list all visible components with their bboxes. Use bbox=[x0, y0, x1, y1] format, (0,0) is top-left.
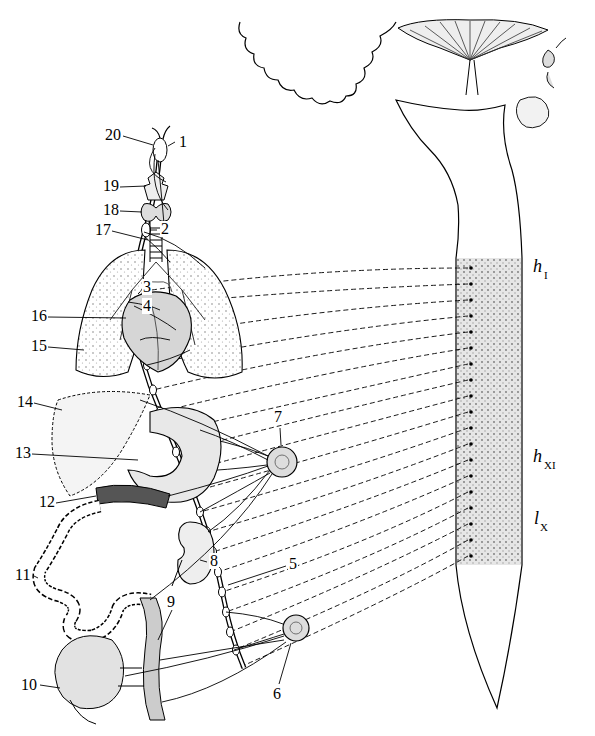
pancreas bbox=[96, 485, 170, 508]
cerebellar-lobe bbox=[516, 97, 549, 128]
callout-number: 2 bbox=[160, 221, 170, 237]
arbor-vitae bbox=[410, 21, 542, 60]
coeliac-ganglion bbox=[267, 447, 297, 477]
callout-number: 7 bbox=[273, 409, 283, 425]
postganglionic-fibres bbox=[125, 148, 286, 702]
callout-number: 9 bbox=[166, 594, 176, 610]
callout-number: 4 bbox=[142, 298, 152, 314]
callout-number: h bbox=[532, 447, 543, 465]
lateral-horn-band bbox=[457, 258, 521, 565]
callout-number: 12 bbox=[38, 494, 56, 510]
callout-number: 16 bbox=[30, 308, 48, 324]
intestine bbox=[39, 506, 150, 636]
rectum bbox=[140, 598, 165, 720]
pituitary bbox=[543, 38, 566, 88]
callout-number: 6 bbox=[272, 686, 282, 702]
mesenteric-ganglion bbox=[283, 615, 309, 641]
callout-number: X bbox=[539, 522, 549, 533]
callout-number: XI bbox=[543, 460, 557, 471]
brainstem-detail bbox=[466, 60, 478, 95]
cerebellum bbox=[398, 20, 548, 60]
callout-number: 1 bbox=[178, 134, 188, 150]
cerebrum-outline bbox=[239, 22, 396, 104]
callout-number: 5 bbox=[288, 556, 298, 572]
callout-number: 15 bbox=[30, 338, 48, 354]
callout-number: I bbox=[543, 270, 549, 281]
callout-number: 18 bbox=[102, 202, 120, 218]
callout-number: 3 bbox=[142, 279, 152, 295]
thyroid bbox=[141, 204, 171, 222]
callout-number: 11 bbox=[14, 567, 31, 583]
lateral-horn-cells bbox=[469, 266, 473, 558]
callout-number: 14 bbox=[16, 394, 34, 410]
internal-carotid-nerve bbox=[152, 126, 170, 139]
callout-number: 19 bbox=[102, 178, 120, 194]
callout-number: 8 bbox=[209, 553, 219, 569]
spinal-cord bbox=[396, 100, 522, 708]
leader-lines bbox=[32, 136, 291, 688]
bladder bbox=[55, 636, 124, 709]
callout-number: 13 bbox=[14, 445, 32, 461]
trunk-ganglia bbox=[137, 138, 240, 655]
callout-number: 10 bbox=[20, 677, 38, 693]
callout-number: 20 bbox=[104, 127, 122, 143]
callout-number: 17 bbox=[94, 222, 112, 238]
callout-number: h bbox=[532, 257, 543, 275]
